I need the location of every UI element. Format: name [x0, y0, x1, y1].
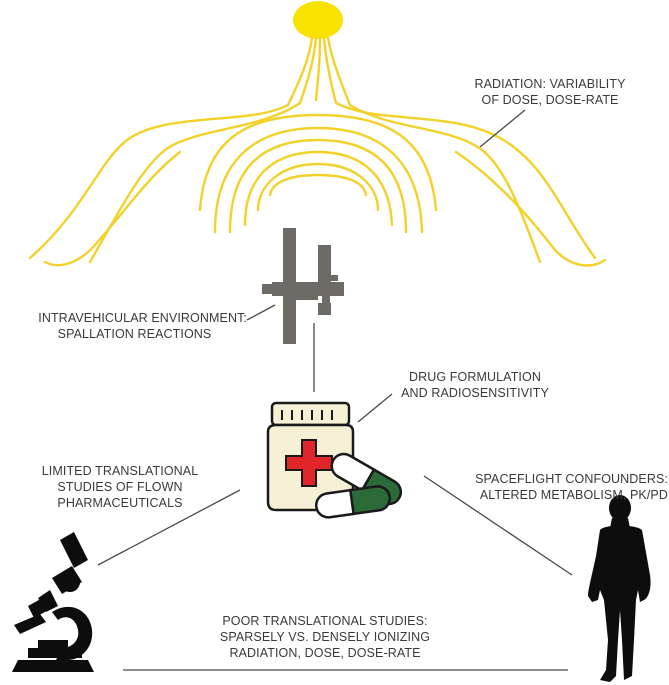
- label-poor-line2: SPARSELY VS. DENSELY IONIZING: [219, 630, 431, 644]
- label-radiation-line2: OF DOSE, DOSE-RATE: [481, 93, 619, 107]
- person-silhouette-icon: [588, 495, 651, 682]
- label-limited-line2: STUDIES OF FLOWN: [57, 480, 183, 494]
- label-limited: LIMITED TRANSLATIONAL STUDIES OF FLOWN P…: [30, 463, 210, 511]
- label-spaceflight-line2: ALTERED METABOLISM, PK/PD: [479, 488, 668, 502]
- label-spaceflight-line1: SPACEFLIGHT CONFOUNDERS:: [475, 472, 668, 486]
- label-spaceflight: SPACEFLIGHT CONFOUNDERS: ALTERED METABOL…: [440, 471, 668, 503]
- space-station-icon: [262, 228, 344, 344]
- label-intravehicular-line2: SPALLATION REACTIONS: [57, 327, 212, 341]
- radiation-field-lines: [28, 36, 607, 267]
- label-radiation-line1: RADIATION: VARIABILITY: [474, 77, 626, 91]
- label-drug-line2: AND RADIOSENSITIVITY: [401, 386, 549, 400]
- label-poor-line1: POOR TRANSLATIONAL STUDIES:: [222, 614, 428, 628]
- microscope-icon: [12, 532, 94, 672]
- connector-lines: [97, 109, 573, 671]
- label-intravehicular-line1: INTRAVEHICULAR ENVIRONMENT:: [38, 311, 247, 325]
- label-limited-line1: LIMITED TRANSLATIONAL: [41, 464, 199, 478]
- capsule-icon: [315, 452, 403, 519]
- sun-icon: [293, 1, 343, 39]
- label-poor: POOR TRANSLATIONAL STUDIES: SPARSELY VS.…: [215, 613, 435, 661]
- label-radiation: RADIATION: VARIABILITY OF DOSE, DOSE-RAT…: [470, 76, 630, 108]
- label-intravehicular: INTRAVEHICULAR ENVIRONMENT: SPALLATION R…: [12, 310, 247, 342]
- label-drug: DRUG FORMULATION AND RADIOSENSITIVITY: [390, 369, 560, 401]
- medicine-bottle-icon: [266, 401, 355, 512]
- label-limited-line3: PHARMACEUTICALS: [57, 496, 183, 510]
- label-drug-line1: DRUG FORMULATION: [409, 370, 541, 384]
- label-poor-line3: RADIATION, DOSE, DOSE-RATE: [229, 646, 421, 660]
